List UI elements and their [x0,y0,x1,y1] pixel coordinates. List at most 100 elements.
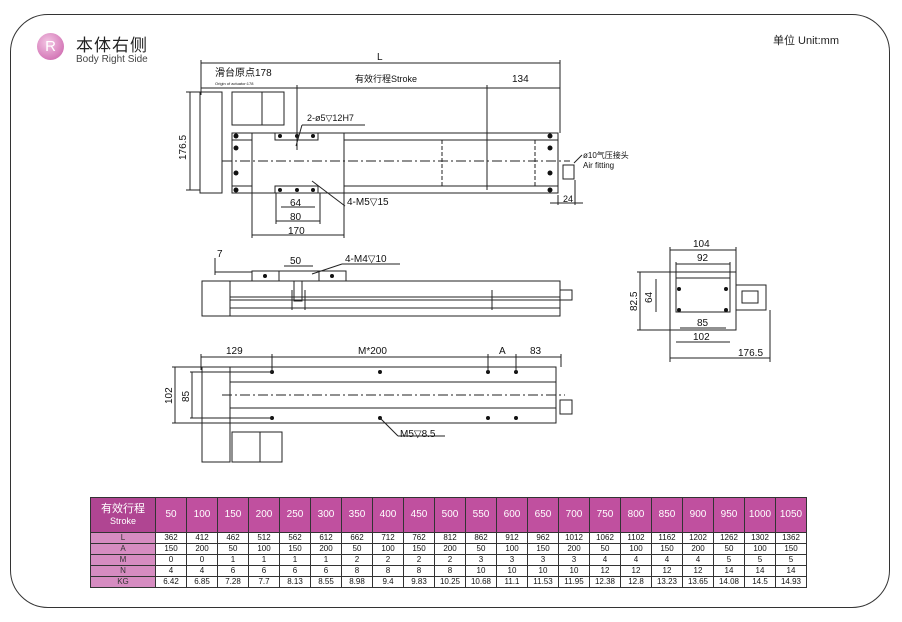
table-cell: 3 [465,554,497,566]
stroke-header: 950 [713,497,745,533]
stroke-header: 250 [279,497,311,533]
table-cell: 200 [186,543,218,555]
stroke-header: 1000 [744,497,776,533]
row-label: L [90,532,156,544]
stroke-label: 有效行程Stroke [355,73,417,84]
table-cell: 962 [527,532,559,544]
section-title: 本体右侧 [76,36,148,56]
side-view: 7 50 4-M4▽10 [201,249,573,317]
table-cell: 862 [465,532,497,544]
table-cell: 13.65 [682,576,714,588]
dim-64-end: 64 [644,291,655,303]
table-cell: 562 [279,532,311,544]
stroke-header: 100 [186,497,218,533]
table-cell: 1 [217,554,249,566]
top-view: L 滑台原点178 Origin of actuator:178 有效行程Str… [178,52,629,238]
table-cell: 2 [403,554,435,566]
table-cell: 9.83 [403,576,435,588]
table-cell: 14.5 [744,576,776,588]
dim-82-5: 82.5 [629,291,640,311]
table-cell: 13.23 [651,576,683,588]
table-cell: 6 [248,565,280,577]
table-cell: 712 [372,532,404,544]
stroke-header: 350 [341,497,373,533]
table-cell: 10 [527,565,559,577]
stroke-header: 800 [620,497,652,533]
table-cell: 50 [217,543,249,555]
table-cell: 12 [651,565,683,577]
table-cell: 50 [341,543,373,555]
table-cell: 100 [496,543,528,555]
table-cell: 7.28 [217,576,249,588]
bottom-view: 129 M*200 A 83 102 85 M5▽8.5 [164,346,573,463]
stroke-header: 550 [465,497,497,533]
table-cell: 12 [620,565,652,577]
table-cell: 3 [527,554,559,566]
table-cell: 912 [496,532,528,544]
table-cell: 6.42 [155,576,187,588]
table-cell: 1302 [744,532,776,544]
dim-24: 24 [563,194,573,204]
table-cell: 12.8 [620,576,652,588]
dim-50: 50 [290,256,302,267]
dim-129: 129 [226,346,243,357]
table-cell: 100 [248,543,280,555]
table-cell: 10 [558,565,590,577]
table-cell: 14 [713,565,745,577]
table-cell: 14.08 [713,576,745,588]
table-cell: 3 [558,554,590,566]
stroke-header: 850 [651,497,683,533]
table-cell: 512 [248,532,280,544]
stroke-header: 150 [217,497,249,533]
stroke-header-en: Stroke [109,516,136,526]
table-cell: 1362 [775,532,807,544]
table-cell: 4 [651,554,683,566]
dim-102: 102 [164,387,175,404]
table-cell: 1 [279,554,311,566]
table-cell: 50 [713,543,745,555]
table-cell: 100 [744,543,776,555]
row-label: N [90,565,156,577]
dim-85: 85 [181,390,192,402]
dim-104: 104 [693,239,710,250]
table-cell: 9.4 [372,576,404,588]
hole-callout-3: 4-M4▽10 [345,254,387,265]
table-cell: 5 [713,554,745,566]
table-cell: 200 [558,543,590,555]
table-cell: 5 [775,554,807,566]
table-cell: 5 [744,554,776,566]
origin-label: 滑台原点178 [215,66,272,79]
table-cell: 11.53 [527,576,559,588]
table-cell: 200 [434,543,466,555]
table-cell: 0 [186,554,218,566]
table-cell: 362 [155,532,187,544]
table-cell: 200 [310,543,342,555]
hole-callout-4: M5▽8.5 [400,429,436,440]
table-cell: 150 [403,543,435,555]
table-cell: 150 [527,543,559,555]
table-cell: 8 [434,565,466,577]
table-cell: 100 [372,543,404,555]
dim-176-5-end: 176.5 [738,348,763,359]
row-label: M [90,554,156,566]
stroke-header: 600 [496,497,528,533]
table-cell: 4 [620,554,652,566]
dim-A: A [499,346,506,357]
table-cell: 4 [589,554,621,566]
table-cell: 1202 [682,532,714,544]
table-cell: 14 [744,565,776,577]
table-cell: 6.85 [186,576,218,588]
table-cell: 11.95 [558,576,590,588]
stroke-header-cn: 有效行程 [101,503,145,515]
dim-134: 134 [512,74,529,85]
table-cell: 4 [186,565,218,577]
table-cell: 0 [155,554,187,566]
dim-80: 80 [290,212,302,223]
fitting-label: ø10气压接头 [583,150,629,160]
table-cell: 1162 [651,532,683,544]
table-cell: 1 [248,554,280,566]
dim-m200: M*200 [358,346,387,357]
